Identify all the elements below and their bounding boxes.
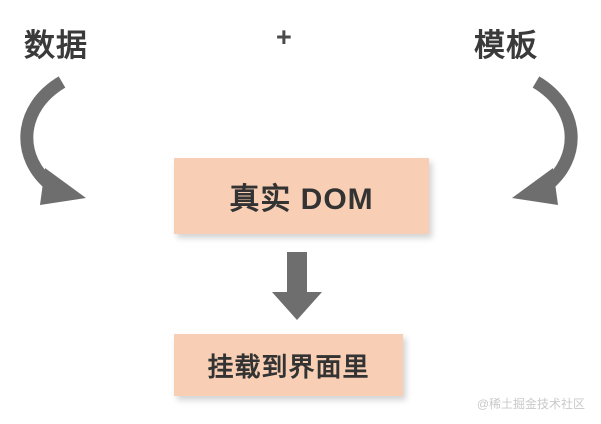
watermark: @稀土掘金技术社区 (476, 397, 585, 411)
right-curve-arrow-icon (512, 76, 578, 205)
left-curve-arrow-icon (20, 76, 86, 205)
down-arrow-icon (272, 252, 322, 320)
label-template: 模板 (474, 28, 538, 63)
label-plus-operator: + (276, 22, 293, 52)
node-real-dom: 真实 DOM (174, 158, 429, 234)
label-data: 数据 (24, 28, 88, 63)
node-mount-to-ui: 挂载到界面里 (174, 334, 403, 396)
